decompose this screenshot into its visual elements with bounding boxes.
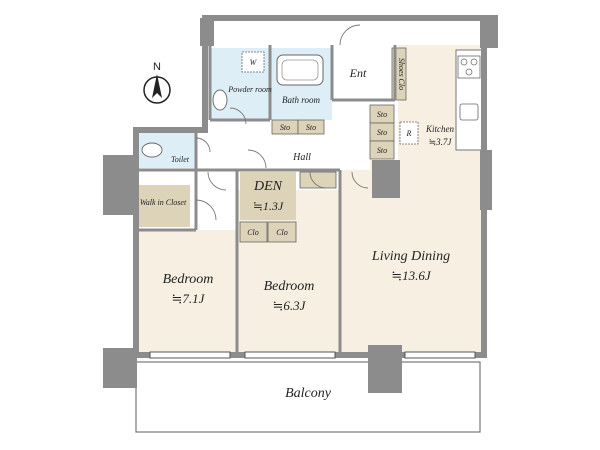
doors [195, 24, 369, 221]
fridge-label: R [406, 129, 412, 138]
balcony-label: Balcony [285, 386, 332, 401]
bedroom-mid-label: Bedroom [264, 279, 315, 294]
fridge-box [399, 121, 419, 145]
pillar-kitchen [372, 160, 400, 198]
den-size: ≒1.3J [253, 199, 284, 213]
toilet-label: Toilet [171, 155, 190, 164]
pillar-right-mid [480, 150, 492, 210]
pillar-top-left [200, 18, 214, 46]
hall-floor [195, 130, 370, 170]
walk-in-closet-label: Walk in Closet [140, 198, 187, 207]
powder-sink [212, 89, 228, 111]
labels: Living Dining ≒13.6J Bedroom ≒7.1J Bedro… [140, 58, 455, 401]
pillar-bottom-mid [368, 345, 402, 393]
floor-areas [136, 45, 484, 355]
clo-label-1: Clo [247, 228, 259, 237]
bathroom-label: Bath room [282, 95, 320, 105]
den-cabinet [299, 171, 337, 189]
kitchen-size: ≒3.7J [429, 137, 453, 147]
walk-in-closet-floor [138, 185, 190, 227]
pillar-top-right [480, 18, 498, 48]
kitchen-label: Kitchen [425, 124, 454, 134]
compass: N [143, 61, 171, 104]
bedroom-left-label: Bedroom [163, 272, 214, 287]
bedroom-left-floor [136, 230, 237, 355]
den-label: DEN [253, 179, 283, 194]
sto-label-1: Sto [280, 123, 290, 132]
storage-blocks [239, 47, 407, 243]
clo-label-2: Clo [276, 228, 288, 237]
entrance-label: Ent [349, 66, 367, 80]
fixtures [141, 49, 483, 158]
hall-label: Hall [292, 152, 311, 163]
interior-walls [136, 45, 397, 355]
windows [149, 351, 476, 359]
sto-block-5 [369, 140, 395, 160]
stove [457, 55, 481, 79]
living-dining-floor [340, 160, 482, 355]
washer-box [241, 51, 265, 73]
sto-label-2: Sto [306, 123, 316, 132]
den-floor [240, 172, 296, 220]
sto-label-4: Sto [377, 128, 387, 137]
bedroom-left-size: ≒7.1J [172, 291, 206, 306]
living-dining-size: ≒13.6J [391, 268, 432, 283]
washer-label: W [250, 58, 258, 67]
living-dining-label: Living Dining [371, 249, 450, 264]
pillars [103, 18, 498, 393]
bathtub [276, 54, 324, 86]
clo-block-2 [267, 221, 297, 243]
balcony-area [135, 361, 481, 433]
compass-north-label: N [153, 61, 161, 73]
kitchen-sink [459, 103, 479, 121]
compass-needle-icon [152, 74, 162, 98]
sto-label-5: Sto [377, 146, 387, 155]
pillar-bottom-left [103, 348, 137, 388]
pillar-left-top [103, 155, 137, 215]
shoes-closet-label: Shoes Clo [397, 58, 406, 90]
entrance-floor [332, 45, 392, 100]
powder-room-label: Powder room [227, 85, 272, 94]
toilet-bowl [141, 142, 163, 158]
bedroom-mid-size: ≒6.3J [273, 298, 307, 313]
sto-label-3: Sto [377, 110, 387, 119]
sto-block-2 [297, 119, 325, 135]
clo-block-1 [239, 221, 268, 243]
